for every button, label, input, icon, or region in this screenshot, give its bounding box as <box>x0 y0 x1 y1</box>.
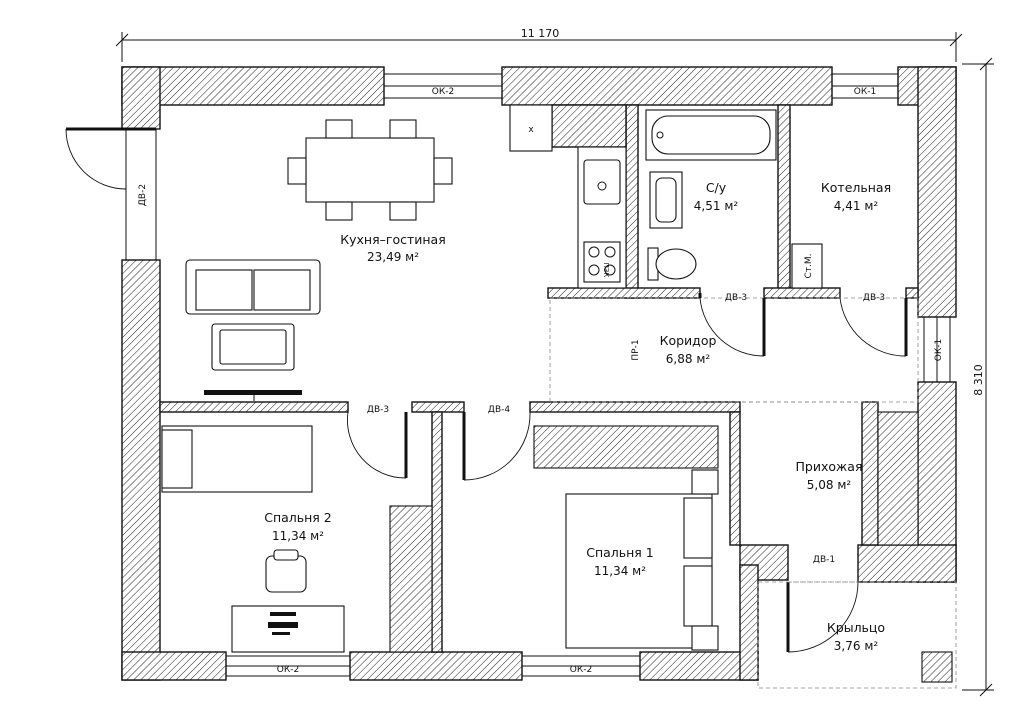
dimension-width-label: 11 170 <box>521 27 560 40</box>
room-boiler: Котельная 4,41 м² <box>821 180 891 213</box>
wardrobe-bedroom2 <box>389 505 433 653</box>
svg-text:ПЗК: ПЗК <box>602 263 610 278</box>
windows <box>225 73 951 677</box>
toilet <box>647 247 697 281</box>
tag-dv4: ДВ-4 <box>488 405 510 415</box>
kitchen-counter: ПЗК <box>577 146 627 289</box>
svg-text:6,88 м²: 6,88 м² <box>666 352 711 366</box>
room-bath: С/у 4,51 м² <box>694 180 739 213</box>
svg-text:5,08 м²: 5,08 м² <box>807 478 852 492</box>
room-bedroom2: Спальня 2 11,34 м² <box>264 510 332 543</box>
interior-walls <box>159 104 919 653</box>
svg-text:Котельная: Котельная <box>821 180 891 195</box>
dimension-width: 11 170 <box>115 27 963 62</box>
door-bedroom2 <box>347 411 408 479</box>
svg-text:23,49 м²: 23,49 м² <box>367 250 419 264</box>
svg-text:11,34 м²: 11,34 м² <box>272 529 324 543</box>
sink <box>649 171 683 229</box>
svg-text:Ст.М.: Ст.М. <box>804 253 814 278</box>
room-bedroom1: Спальня 1 11,34 м² <box>586 545 654 578</box>
tag-dv3-bedroom2: ДВ-3 <box>367 405 389 415</box>
bathtub <box>645 109 777 161</box>
armchair <box>265 549 307 593</box>
room-corridor: Коридор 6,88 м² <box>660 333 717 366</box>
exterior-walls <box>121 66 957 681</box>
tag-dv3-bath: ДВ-3 <box>725 293 747 303</box>
svg-text:Крыльцо: Крыльцо <box>827 620 885 635</box>
entrance-door-left <box>65 127 157 261</box>
washing-machine: Ст.М. <box>791 243 823 289</box>
fridge: х <box>509 104 553 152</box>
svg-text:Прихожая: Прихожая <box>796 459 863 474</box>
room-hall: Прихожая 5,08 м² <box>796 459 863 492</box>
svg-text:х: х <box>528 125 534 135</box>
tag-pr1: ПР-1 <box>631 339 641 360</box>
svg-text:11,34 м²: 11,34 м² <box>594 564 646 578</box>
door-boiler <box>839 297 908 357</box>
tag-dv3-boiler: ДВ-3 <box>863 293 885 303</box>
corridor-outline <box>549 297 919 403</box>
svg-text:Спальня 1: Спальня 1 <box>586 545 654 560</box>
bed-bedroom1 <box>565 469 719 651</box>
tag-dv2: ДВ-2 <box>138 184 148 206</box>
porch <box>757 581 957 689</box>
svg-text:Кухня–гостиная: Кухня–гостиная <box>340 232 445 247</box>
tag-ok2-top: ОК-2 <box>432 87 454 97</box>
tag-ok2-bottom-mid: ОК-2 <box>570 665 592 675</box>
tag-dv1: ДВ-1 <box>813 555 835 565</box>
dimension-height-label: 8 310 <box>972 364 985 396</box>
svg-text:Коридор: Коридор <box>660 333 717 348</box>
svg-text:Спальня 2: Спальня 2 <box>264 510 332 525</box>
dimension-height: 8 310 <box>962 57 994 697</box>
wardrobe-hall <box>877 411 919 546</box>
dining-table <box>287 119 453 221</box>
room-kitchen-living: Кухня–гостиная 23,49 м² <box>340 232 445 264</box>
svg-text:4,41 м²: 4,41 м² <box>834 199 879 213</box>
door-bath <box>698 293 766 357</box>
desk <box>231 605 345 653</box>
sofa <box>185 259 321 315</box>
tag-ok1-right: ОК-1 <box>934 339 944 361</box>
svg-text:С/у: С/у <box>706 180 727 195</box>
coffee-table <box>211 323 295 371</box>
svg-text:3,76 м²: 3,76 м² <box>834 639 879 653</box>
tag-ok1-top: ОК-1 <box>854 87 876 97</box>
tv <box>204 390 302 401</box>
tag-ok2-bottom-left: ОК-2 <box>277 665 299 675</box>
bed-bedroom2 <box>161 425 313 493</box>
svg-text:4,51 м²: 4,51 м² <box>694 199 739 213</box>
wardrobe-bedroom1 <box>533 425 719 469</box>
door-bedroom1 <box>462 411 531 481</box>
room-porch: Крыльцо 3,76 м² <box>827 620 885 653</box>
